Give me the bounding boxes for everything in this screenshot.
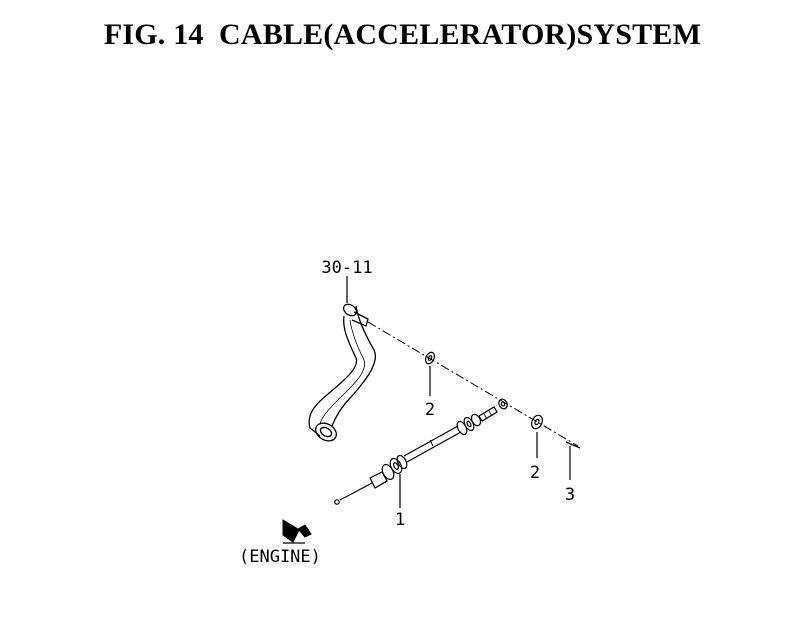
leader-lines [346, 276, 571, 508]
callout-washer-upper: 2 [425, 400, 435, 420]
callout-pin: 3 [565, 485, 575, 505]
pin-part [565, 441, 581, 449]
assembly-centerline [367, 321, 579, 447]
figure-title: FIG. 14 CABLE(ACCELERATOR)SYSTEM [103, 18, 702, 51]
callout-cable: 1 [395, 510, 405, 530]
engine-label: (ENGINE) [239, 547, 321, 567]
accelerator-cable [334, 398, 508, 505]
callout-washer-lower: 2 [530, 463, 540, 483]
accelerator-pedal [308, 303, 377, 442]
callout-pedal: 30-11 [321, 258, 372, 278]
washer-upper [424, 351, 436, 365]
washer-lower [530, 414, 544, 430]
engine-direction-arrow [282, 519, 312, 544]
